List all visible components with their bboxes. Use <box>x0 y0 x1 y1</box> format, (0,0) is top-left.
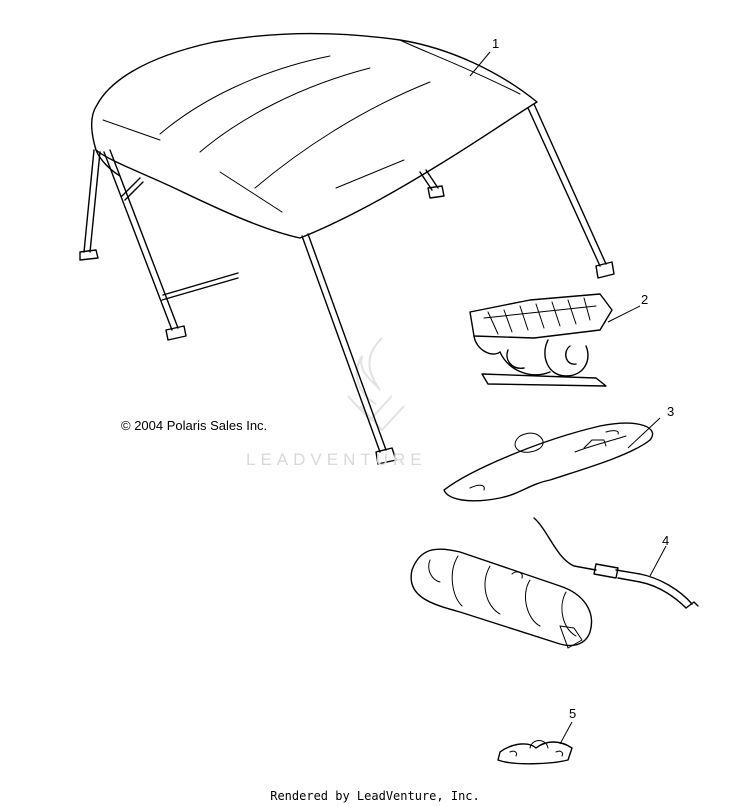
part-3-plate <box>443 417 661 502</box>
part-5-clip <box>497 721 573 765</box>
part-1-bimini-top <box>79 32 615 465</box>
watermark-text: LEADVENTURE <box>246 450 427 469</box>
callout-4: 4 <box>662 533 669 548</box>
callout-5: 5 <box>569 706 576 721</box>
callout-1: 1 <box>492 36 499 51</box>
copyright-text: © 2004 Polaris Sales Inc. <box>121 418 268 433</box>
part-4-bumper-cable <box>410 517 699 649</box>
part-2-clamp <box>469 293 641 387</box>
callout-2: 2 <box>641 292 648 307</box>
footer-text: Rendered by LeadVenture, Inc. <box>270 789 480 803</box>
watermark-logo-icon <box>347 337 405 432</box>
callout-3: 3 <box>667 404 674 419</box>
